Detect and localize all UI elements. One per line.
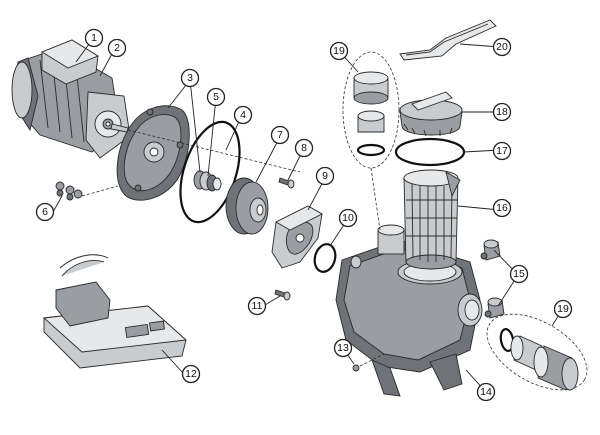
callout-20: 20 [492, 37, 512, 57]
lid-wrench [399, 19, 497, 61]
diffuser [271, 205, 323, 269]
svg-text:8: 8 [301, 142, 307, 154]
strainer-lid [399, 91, 463, 137]
callout-16: 16 [492, 198, 512, 218]
callout-5: 5 [206, 87, 226, 107]
drain-plugs [480, 239, 505, 319]
strainer-basket [403, 169, 461, 270]
screw-13 [352, 353, 385, 372]
seal-plate-o-ring [179, 120, 241, 224]
callout-3: 3 [180, 68, 200, 88]
union-fitting-upper [342, 51, 400, 231]
union-fitting-lower [486, 313, 588, 391]
callout-4: 4 [233, 105, 253, 125]
svg-text:13: 13 [337, 342, 349, 354]
svg-text:7: 7 [277, 129, 283, 141]
callout-1: 1 [84, 28, 104, 48]
motor [11, 39, 131, 159]
callout-6: 6 [35, 202, 55, 222]
svg-text:3: 3 [187, 72, 193, 84]
callout-15: 15 [509, 264, 529, 284]
svg-text:15: 15 [513, 268, 525, 280]
diffuser-o-ring [313, 243, 337, 273]
callout-19-upper: 19 [329, 41, 349, 61]
svg-text:10: 10 [342, 212, 354, 224]
svg-text:11: 11 [252, 300, 263, 312]
impeller [225, 177, 269, 235]
callout-18: 18 [492, 102, 512, 122]
svg-text:6: 6 [42, 206, 48, 218]
svg-text:12: 12 [185, 368, 197, 380]
svg-text:17: 17 [496, 145, 508, 157]
screw-8 [278, 177, 295, 189]
nuts-and-washers [55, 181, 119, 201]
svg-text:19: 19 [557, 303, 569, 315]
pump-housing [335, 224, 483, 397]
svg-text:1: 1 [91, 32, 97, 44]
callout-7: 7 [270, 125, 290, 145]
svg-text:2: 2 [114, 42, 120, 54]
pump-base [42, 254, 188, 369]
svg-text:20: 20 [496, 41, 508, 53]
callout-17: 17 [492, 141, 512, 161]
svg-text:9: 9 [322, 170, 328, 182]
seal-plate [116, 105, 190, 201]
svg-text:16: 16 [496, 202, 508, 214]
screw-11 [274, 289, 291, 301]
callout-14: 14 [476, 382, 496, 402]
callout-8: 8 [294, 138, 314, 158]
callout-12: 12 [181, 364, 201, 384]
callout-2: 2 [107, 38, 127, 58]
callout-10: 10 [338, 208, 358, 228]
callout-9: 9 [315, 166, 335, 186]
lid-o-ring [394, 137, 466, 167]
svg-text:14: 14 [480, 386, 492, 398]
svg-text:19: 19 [333, 45, 345, 57]
svg-text:4: 4 [240, 109, 246, 121]
svg-text:5: 5 [213, 91, 219, 103]
mechanical-seal [193, 170, 222, 192]
callout-11: 11 [247, 296, 267, 316]
shaft-axis-line [127, 129, 301, 173]
svg-text:18: 18 [496, 106, 508, 118]
callout-13: 13 [333, 338, 353, 358]
callout-19-lower: 19 [553, 299, 573, 319]
